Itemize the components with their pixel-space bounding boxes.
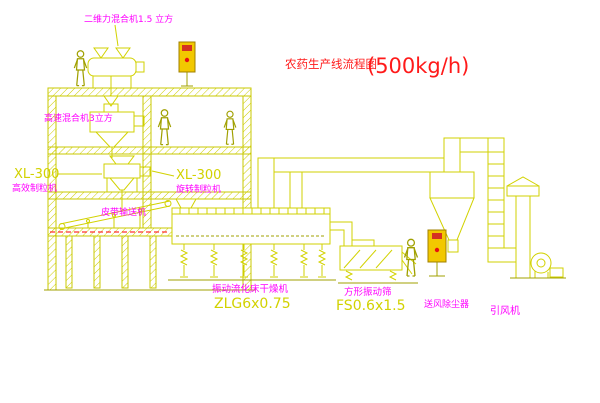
label-vibrating-screen: 方形振动筛 [344, 286, 392, 298]
vibrating-screen [330, 221, 418, 284]
label-granulator-center: 旋转制粒机 [176, 183, 221, 195]
label-granulator-center-model: XL-300 [176, 168, 221, 183]
worker-figure-ground [403, 238, 419, 277]
high-speed-mixer [89, 103, 145, 158]
label-granulator-left-model: XL-300 [14, 167, 59, 182]
control-cabinet-top [178, 41, 196, 87]
fluid-bed-dryer [168, 198, 336, 281]
label-top-mixer: 二维力混合机1.5 立方 [84, 13, 173, 25]
diagram-title: 农药生产线流程图 [285, 57, 377, 71]
control-cabinet-right [427, 229, 447, 277]
diagram-title-capacity: (500kg/h) [367, 54, 469, 78]
label-dryer: 振动流化床干燥机 [212, 283, 289, 295]
exhaust-ductwork [257, 157, 449, 209]
label-granulator-left: 高效制粒机 [12, 182, 57, 194]
worker-figure-second-floor-right [223, 110, 237, 145]
label-belt-conveyor: 皮带输送机 [101, 206, 146, 218]
induced-draft-fan [530, 252, 566, 279]
dryer-spring-legs [179, 244, 327, 278]
label-induced-draft-fan: 引风机 [490, 304, 520, 317]
worker-figure-top-floor [73, 50, 88, 87]
labels: 二维力混合机1.5 立方 农药生产线流程图 (500kg/h) 高速混合机3立方… [12, 13, 520, 317]
two-dimensional-mixer [87, 47, 145, 107]
leader-lines [57, 24, 175, 177]
worker-figure-second-floor-left [157, 109, 172, 146]
label-high-speed-mixer: 高速混合机3立方 [44, 112, 113, 124]
exhaust-stack [506, 176, 540, 279]
label-dryer-model: ZLG6x0.75 [214, 296, 291, 312]
granulator [103, 155, 151, 211]
label-vibrating-screen-model: FS0.6x1.5 [336, 298, 406, 314]
label-dust-collector: 送风除尘器 [424, 298, 469, 310]
belt-conveyor [58, 200, 172, 230]
cyclone-separator [429, 137, 503, 253]
